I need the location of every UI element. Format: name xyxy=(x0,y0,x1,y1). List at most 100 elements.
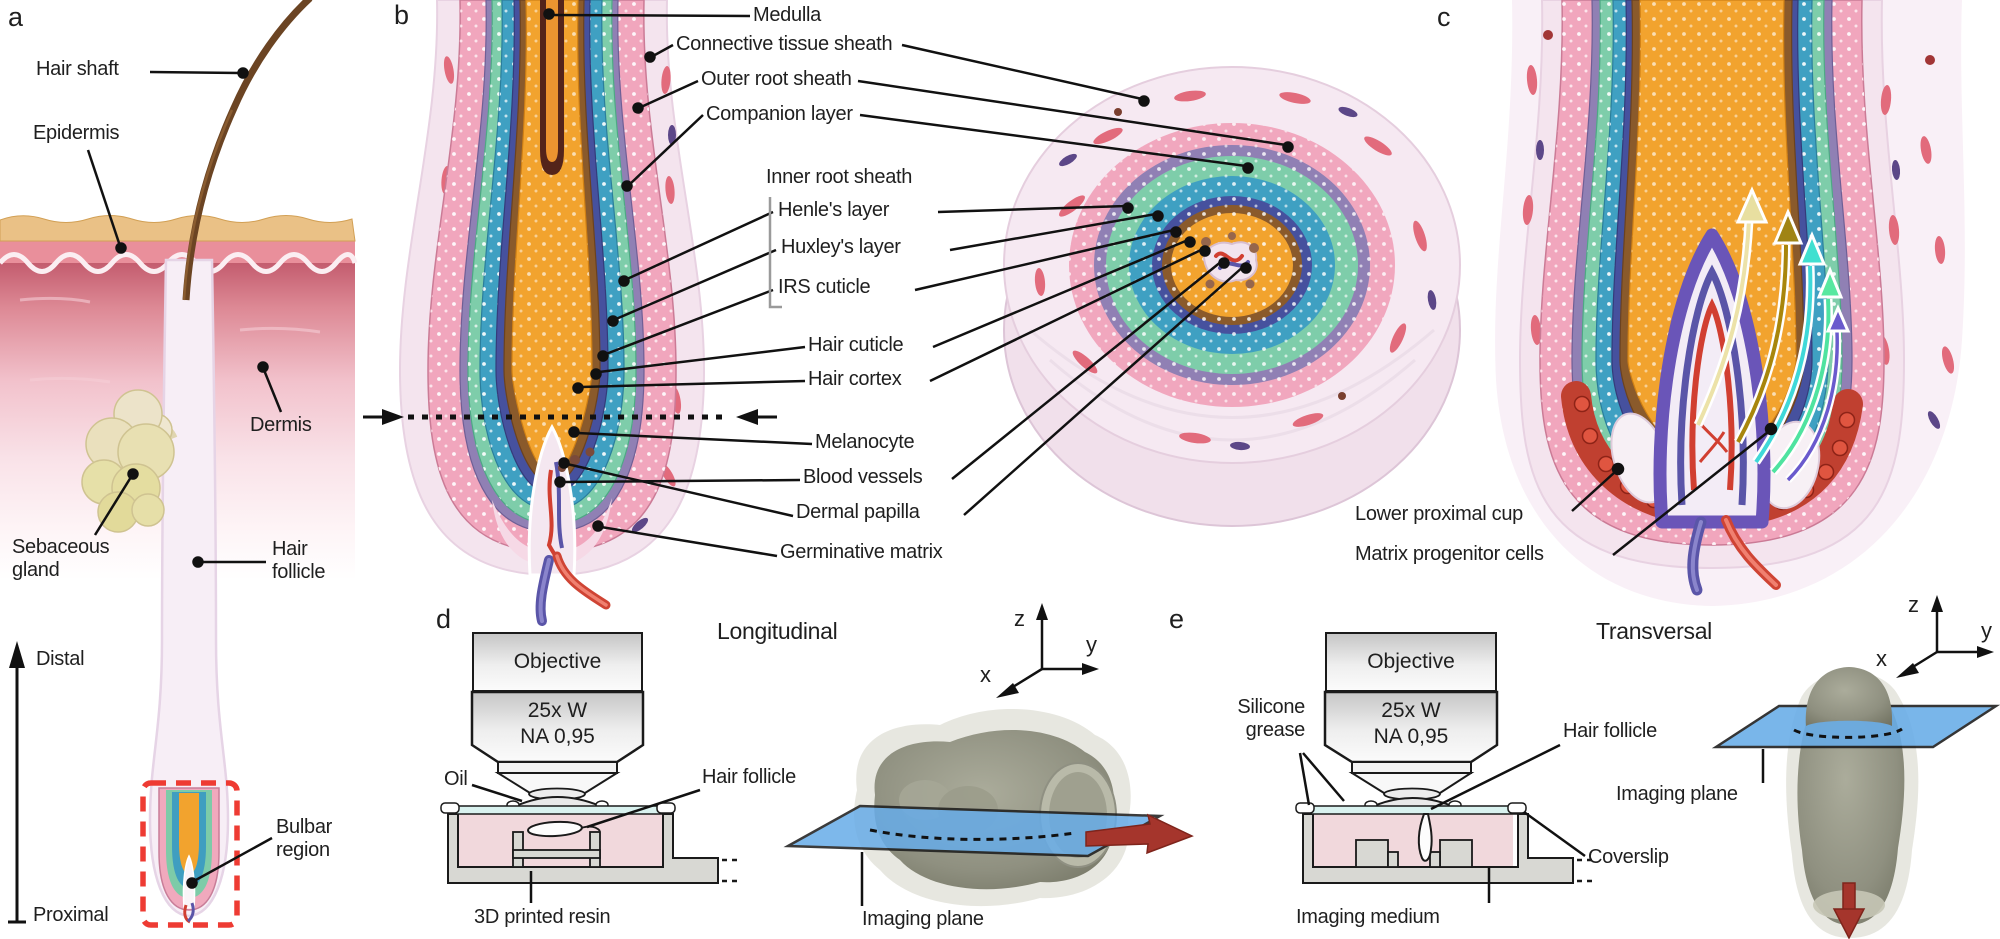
bulbar-mini-bulb xyxy=(158,787,220,924)
coverslip-e xyxy=(1302,805,1524,815)
section-plane-dotted-line xyxy=(363,409,777,425)
panel-b-leader-lines xyxy=(543,8,1294,558)
objective-box-d: Objective xyxy=(472,632,643,692)
objective-box-e: Objective xyxy=(1325,632,1497,692)
panel-d-leader-lines xyxy=(471,783,701,903)
label-imaging-plane-e: Imaging plane xyxy=(1616,783,1738,805)
label-lower-proximal-cup: Lower proximal cup xyxy=(1355,503,1524,525)
label-blood-vessels: Blood vessels xyxy=(803,466,923,488)
follicle-dome-above-plane xyxy=(1805,667,1893,726)
follicle-cross-section-disc xyxy=(1003,66,1461,527)
x-axis-arrowhead-d xyxy=(996,683,1019,698)
y-axis-arrowhead-d xyxy=(1082,663,1099,675)
xyz-axes-d xyxy=(996,603,1099,698)
label-hair-cuticle: Hair cuticle xyxy=(808,334,904,356)
objective-specs-d: 25x W NA 0,95 xyxy=(472,698,643,751)
section-arrow-left xyxy=(382,409,404,425)
migration-arrowhead-cyan xyxy=(1797,231,1827,266)
magnification-e: 25x W xyxy=(1381,699,1441,722)
x-axis-label-d: x xyxy=(980,662,991,687)
label-bulbar-region: Bulbar region xyxy=(276,816,333,861)
y-axis-label-e: y xyxy=(1981,618,1992,643)
label-connective-tissue-sheath: Connective tissue sheath xyxy=(676,33,893,55)
panel-a-leader-lines xyxy=(86,67,283,889)
hair-follicle-sample-e xyxy=(1417,813,1433,862)
z-axis-label-e: z xyxy=(1908,592,1919,617)
x-axis-label-e: x xyxy=(1876,646,1887,671)
panel-e-leader-lines xyxy=(1298,743,1586,903)
label-hair-cortex: Hair cortex xyxy=(808,368,902,390)
label-germinative-matrix: Germinative matrix xyxy=(780,541,943,563)
label-silicone-grease: Silicone grease xyxy=(1237,696,1305,741)
label-dermis: Dermis xyxy=(250,414,312,436)
label-imaging-plane-d: Imaging plane xyxy=(862,908,984,930)
imaging-plane-3d-d xyxy=(783,804,1165,858)
label-melanocyte: Melanocyte xyxy=(815,431,915,453)
chamber-inner-structure-e xyxy=(1355,839,1473,868)
panel-letter-d: d xyxy=(436,604,451,634)
direction-arrow-e xyxy=(1832,908,1866,939)
label-hair-follicle-d: Hair follicle xyxy=(702,766,796,788)
z-axis-arrowhead-d xyxy=(1036,603,1048,620)
hair-shaft-curve xyxy=(182,0,313,301)
y-axis-arrowhead-e xyxy=(1977,646,1994,658)
migration-arrowhead-green xyxy=(1816,266,1844,299)
blood-vessels-below-bulb xyxy=(535,551,611,626)
label-dermal-papilla: Dermal papilla xyxy=(796,501,920,523)
label-oil: Oil xyxy=(444,768,468,790)
panel-letter-c: c xyxy=(1437,2,1451,32)
label-irs-cuticle: IRS cuticle xyxy=(778,276,871,298)
oil-meniscus xyxy=(515,796,601,807)
germinative-matrix-band xyxy=(492,498,612,567)
label-henles-layer: Henle's layer xyxy=(778,199,890,221)
label-imaging-medium: Imaging medium xyxy=(1296,906,1440,928)
sebaceous-gland-illustration xyxy=(81,389,178,533)
bulbar-region-dashed-box xyxy=(140,780,240,928)
panel-letter-e: e xyxy=(1169,604,1184,634)
follicle-bulb-longitudinal xyxy=(363,0,777,626)
y-axis-label-d: y xyxy=(1086,632,1097,657)
panel-letter-b: b xyxy=(394,0,409,30)
panel-c-connective-cells xyxy=(1522,30,1955,454)
panel-c-leader-lines xyxy=(1571,422,1778,556)
follicle-bulb-closeup xyxy=(1495,0,1965,606)
panel-a-illustration xyxy=(0,0,358,928)
numerical-aperture-d: NA 0,95 xyxy=(520,725,595,749)
label-huxleys-layer: Huxley's layer xyxy=(781,236,901,258)
x-axis-arrowhead-e xyxy=(1896,663,1919,678)
chamber-inner-structure-d xyxy=(512,831,601,868)
follicle-3d-transversal xyxy=(1711,667,2000,939)
label-outer-root-sheath: Outer root sheath xyxy=(701,68,852,90)
distal-proximal-axis xyxy=(8,641,26,924)
xyz-axes-e xyxy=(1896,595,1994,678)
label-hair-follicle-e: Hair follicle xyxy=(1563,720,1657,742)
chamber-continuation-dashes-d xyxy=(722,858,740,883)
imaging-medium-e xyxy=(1313,814,1513,867)
label-epidermis: Epidermis xyxy=(33,122,120,144)
objective-specs-e: 25x W NA 0,95 xyxy=(1325,698,1497,751)
section-arrow-right xyxy=(736,409,758,425)
microscope-setup-transversal xyxy=(1295,690,1595,903)
cell-migration-arrows xyxy=(1693,186,1851,483)
label-medulla: Medulla xyxy=(753,4,821,26)
label-3d-printed-resin: 3D printed resin xyxy=(474,906,611,928)
printed-resin-chamber xyxy=(447,813,719,884)
label-hair-follicle-a: Hair follicle xyxy=(272,538,326,583)
label-hair-shaft: Hair shaft xyxy=(36,58,119,80)
panel-c-vessels-below xyxy=(1687,515,1781,596)
imaging-plane-3d-e xyxy=(1711,704,2000,749)
label-coverslip: Coverslip xyxy=(1588,846,1669,868)
z-axis-arrowhead-e xyxy=(1931,595,1943,612)
microscope-setup-longitudinal xyxy=(440,690,740,903)
migration-arrowhead-gold xyxy=(1772,208,1804,245)
label-distal: Distal xyxy=(36,648,85,670)
title-longitudinal: Longitudinal xyxy=(717,618,838,644)
epidermis-band xyxy=(0,215,356,242)
objective-label-d: Objective xyxy=(513,650,602,673)
migration-arrowhead-purple xyxy=(1825,304,1851,333)
objective-label-e: Objective xyxy=(1367,650,1455,673)
distal-axis-arrowhead xyxy=(9,641,25,668)
label-matrix-progenitor-cells: Matrix progenitor cells xyxy=(1355,543,1544,565)
label-inner-root-sheath: Inner root sheath xyxy=(766,166,913,188)
